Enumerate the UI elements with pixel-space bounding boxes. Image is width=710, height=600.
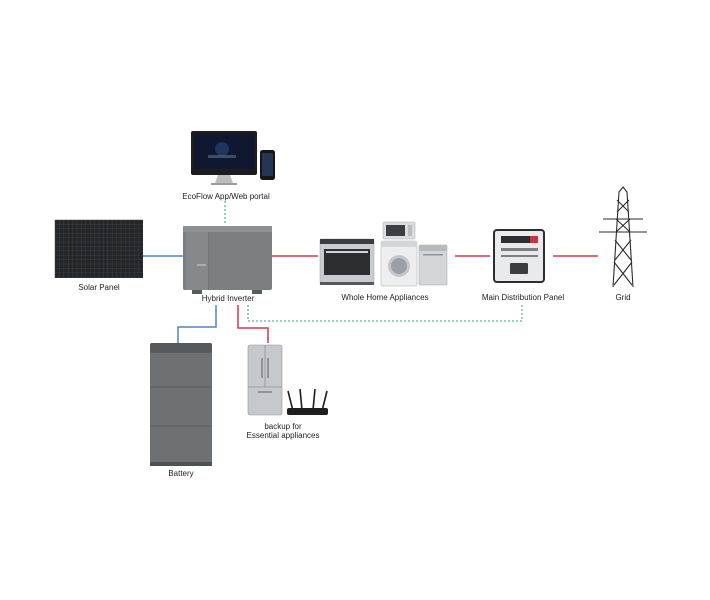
monitor-icon bbox=[191, 131, 257, 185]
grid-tower-icon bbox=[599, 186, 647, 288]
distribution-panel-icon bbox=[493, 229, 545, 283]
solar-panel-icon bbox=[54, 219, 143, 278]
microwave-icon bbox=[382, 221, 416, 240]
inverter-to-panel-data-link bbox=[247, 305, 523, 322]
refrigerator-icon bbox=[247, 344, 283, 416]
battery-stack-icon bbox=[150, 343, 212, 466]
battery-label: Battery bbox=[168, 469, 194, 478]
grid-label: Grid bbox=[615, 293, 631, 302]
inverter-to-battery-link bbox=[177, 305, 217, 343]
range-oven-icon bbox=[319, 238, 375, 285]
smartphone-icon bbox=[260, 150, 275, 180]
dishwasher-icon bbox=[418, 244, 448, 286]
appliances-label: Whole Home Appliances bbox=[341, 293, 429, 302]
wifi-router-icon bbox=[287, 388, 328, 415]
hybrid-inverter-icon bbox=[183, 226, 272, 294]
app-label: EcoFlow App/Web portal bbox=[182, 192, 270, 201]
connections bbox=[143, 201, 598, 343]
distribution-panel-label: Main Distribution Panel bbox=[481, 293, 565, 302]
inverter-to-backup-link bbox=[237, 305, 269, 343]
backup-label-line-1: backup for bbox=[264, 422, 302, 431]
solar-panel-label: Solar Panel bbox=[78, 283, 120, 292]
inverter-label: Hybrid Inverter bbox=[201, 294, 255, 303]
backup-label-line-2: Essential appliances bbox=[246, 431, 320, 440]
washing-machine-icon bbox=[380, 240, 418, 287]
